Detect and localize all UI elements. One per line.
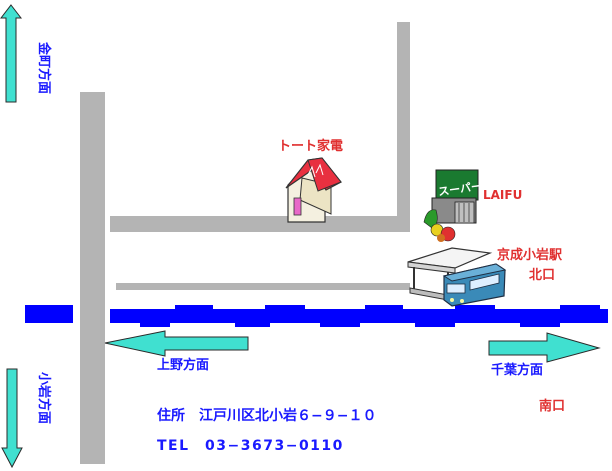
station-name-label: 京成小岩駅	[497, 247, 563, 263]
station-exit-label: 北口	[529, 268, 555, 283]
tel-label: TEL 03−3673−0110	[157, 438, 344, 454]
train-icon	[442, 263, 507, 307]
arrow-left-ueno-icon	[104, 330, 249, 357]
road-horizontal-upper	[110, 216, 410, 232]
supermarket-name-label: LAIFU	[483, 188, 522, 202]
address-label: 住所 江戸川区北小岩６−９−１０	[157, 407, 376, 424]
supermarket-icon	[423, 169, 479, 242]
station-icon	[407, 247, 493, 301]
south-exit-label: 南口	[539, 398, 565, 414]
chiba-direction-label: 千葉方面	[491, 362, 543, 378]
kanamachi-direction-label: 金町方面	[36, 41, 52, 94]
railway-line	[25, 305, 608, 327]
store-house-icon	[285, 157, 342, 223]
arrow-right-chiba-icon	[488, 332, 601, 363]
ueno-direction-label: 上野方面	[157, 357, 209, 373]
road-horizontal-lower	[116, 283, 410, 290]
arrow-down-koiwa-icon	[1, 368, 23, 469]
road-vertical-left	[80, 92, 105, 464]
road-vertical-right	[397, 22, 410, 222]
koiwa-direction-label: 小岩方面	[36, 372, 52, 424]
arrow-up-kanamachi-icon	[0, 4, 23, 103]
store-name-label: トート家電	[278, 138, 343, 154]
supermarket-sign-label: スーパー	[437, 180, 482, 199]
